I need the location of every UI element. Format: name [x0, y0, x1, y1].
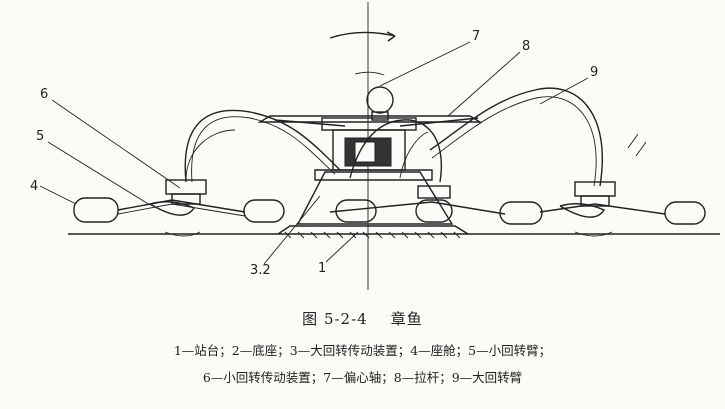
top-rotation-arrow [329, 31, 396, 39]
small-arm-center [329, 201, 506, 215]
tie-rod-left [274, 119, 346, 127]
station-platform [277, 225, 469, 235]
cabin [415, 199, 453, 223]
callout-1: 1 [318, 261, 326, 276]
cabin [335, 199, 377, 223]
figure-caption: 图 5-2-4 章鱼 [0, 308, 725, 329]
base [296, 171, 454, 225]
figure-number: 图 5-2-4 [302, 310, 368, 328]
cabin [499, 201, 543, 225]
small-rotation-drive-right [574, 181, 616, 197]
callout-3-2: 3.2 [250, 263, 271, 278]
tie-rod-right [399, 117, 479, 127]
cabin [664, 201, 706, 225]
callout-9: 9 [590, 65, 598, 80]
cabin [243, 199, 285, 223]
callout-6: 6 [40, 87, 48, 102]
legend-line-1: 1—站台；2—底座；3—大回转传动装置；4—座舱；5—小回转臂； [173, 343, 552, 358]
callout-7: 7 [472, 29, 480, 44]
legend-line-2: 6—小回转传动装置；7—偏心轴；8—拉杆；9—大回转臂 [202, 370, 523, 385]
octopus-ride-diagram: 7 8 9 6 5 4 3.2 1 [30, 2, 720, 290]
callout-5: 5 [36, 129, 44, 144]
eccentric-shaft [366, 86, 394, 114]
figure-title: 章鱼 [390, 310, 423, 328]
cabin [73, 197, 119, 223]
callout-8: 8 [522, 39, 530, 54]
big-arm-left [184, 109, 341, 183]
small-arm-left [117, 199, 246, 213]
big-arm-right [429, 87, 603, 187]
small-arm-right [539, 203, 666, 215]
callout-4: 4 [30, 179, 38, 194]
